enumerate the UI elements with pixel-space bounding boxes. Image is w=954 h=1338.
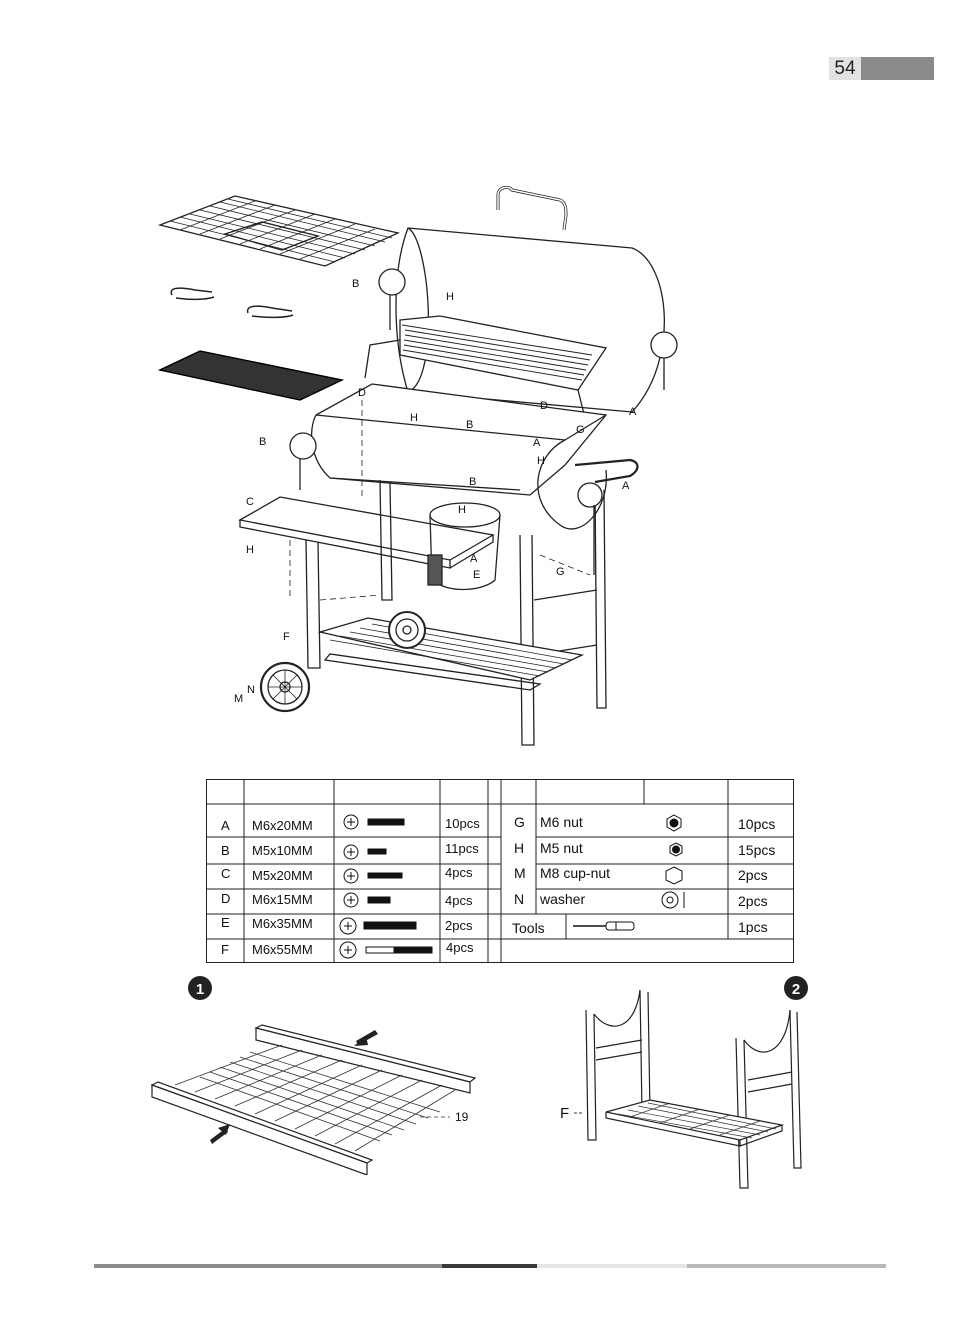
step-1-number: 1 xyxy=(196,981,204,998)
part-letter-n: N xyxy=(514,891,525,907)
part-name-n: washer xyxy=(540,891,586,907)
part-letter-f: F xyxy=(221,942,229,957)
part-size-c: M5x20MM xyxy=(252,868,313,883)
side-handle xyxy=(574,458,639,484)
part-size-d: M6x15MM xyxy=(252,892,313,907)
ash-pan xyxy=(427,502,501,591)
firebox xyxy=(310,383,608,530)
label-f: F xyxy=(283,631,290,643)
part-size-b: M5x10MM xyxy=(252,843,313,858)
label-d-2: D xyxy=(540,400,548,412)
lid-vent-left xyxy=(378,268,406,330)
label-h-2: H xyxy=(410,412,418,424)
m5-nut-icon xyxy=(669,842,683,857)
part-qty-a: 10pcs xyxy=(445,816,480,831)
part-letter-a: A xyxy=(221,818,230,833)
part-qty-n: 2pcs xyxy=(738,893,768,909)
page-number-bar xyxy=(861,57,934,80)
part-letter-m: M xyxy=(514,865,526,881)
label-m: M xyxy=(234,693,243,705)
label-g-2: G xyxy=(556,566,565,578)
screwdriver-icon xyxy=(573,921,635,931)
hardware-parts-table: A M6x20MM 10pcs B M5x10MM 11pcs C M5x20M… xyxy=(206,779,794,963)
label-h-1: H xyxy=(446,291,454,303)
step-1-badge: 1 xyxy=(188,976,212,1000)
label-b-4: B xyxy=(469,476,476,488)
charcoal-grate xyxy=(157,350,345,401)
bolt-m5x20-icon xyxy=(343,868,403,884)
label-d-1: D xyxy=(358,387,366,399)
label-n: N xyxy=(247,684,255,696)
part-letter-h: H xyxy=(514,840,525,856)
side-table xyxy=(238,496,495,569)
wheel-front xyxy=(259,661,311,713)
lid-vent-right xyxy=(650,331,678,390)
label-c: C xyxy=(246,496,254,508)
grill-exploded-diagram: B H D H B D A G A H B B H A C H F A E G … xyxy=(157,185,678,746)
label-a-3: A xyxy=(622,480,630,492)
step-2-diagram: 2 F xyxy=(560,976,808,1189)
bolt-m5x10-icon xyxy=(343,844,387,860)
label-b-2: B xyxy=(466,419,473,431)
label-a-1: A xyxy=(629,406,637,418)
part-letter-d: D xyxy=(221,891,231,906)
part-letter-c: C xyxy=(221,866,231,881)
part-qty-b: 11pcs xyxy=(445,841,479,856)
footer-rule-2 xyxy=(442,1264,537,1268)
label-h-5: H xyxy=(246,544,254,556)
footer-rule-4 xyxy=(687,1264,886,1268)
part-qty-e: 2pcs xyxy=(445,918,473,933)
tools-label: Tools xyxy=(512,920,545,936)
part-size-e: M6x35MM xyxy=(252,916,313,931)
step-2-number: 2 xyxy=(792,981,800,998)
part-letter-g: G xyxy=(514,814,525,830)
part-qty-d: 4pcs xyxy=(445,893,473,908)
body-vent-right xyxy=(577,482,603,575)
step-1-diagram: 1 19 xyxy=(150,976,477,1175)
part-size-f: M6x55MM xyxy=(252,942,313,957)
part-qty-m: 2pcs xyxy=(738,867,768,883)
label-b-1: B xyxy=(352,278,359,290)
footer-rule-1 xyxy=(94,1264,442,1268)
step-1-callout-19: 19 xyxy=(455,1110,469,1124)
label-g-1: G xyxy=(576,424,585,436)
washer-icon xyxy=(661,891,685,909)
part-qty-c: 4pcs xyxy=(445,865,473,880)
step-2-callout-f: F xyxy=(560,1105,569,1122)
part-name-h: M5 nut xyxy=(540,840,583,856)
grate-lifter-hook-2 xyxy=(246,305,294,319)
label-b-3: B xyxy=(259,436,266,448)
cooking-grate xyxy=(157,195,401,267)
tools-qty: 1pcs xyxy=(738,919,768,935)
m6-nut-icon xyxy=(666,814,682,832)
page-number: 54 xyxy=(834,58,856,79)
part-qty-f: 4pcs xyxy=(446,940,474,955)
step-2-badge: 2 xyxy=(784,976,808,1000)
part-size-a: M6x20MM xyxy=(252,818,313,833)
label-a-4: A xyxy=(470,553,478,565)
bolt-m6x15-icon xyxy=(343,892,391,908)
part-qty-h: 15pcs xyxy=(738,842,776,858)
grate-lifter-hook xyxy=(170,287,215,301)
bolt-m6x20-icon xyxy=(343,814,405,830)
label-h-4: H xyxy=(458,504,466,516)
part-qty-g: 10pcs xyxy=(738,816,776,832)
part-name-m: M8 cup-nut xyxy=(540,865,611,881)
grill-frame xyxy=(305,479,607,746)
label-a-2: A xyxy=(533,437,541,449)
wheel-rear xyxy=(388,611,426,649)
label-e: E xyxy=(473,569,480,581)
part-letter-b: B xyxy=(221,843,230,858)
label-h-3: H xyxy=(537,455,545,467)
footer-rule-3 xyxy=(537,1264,687,1268)
body-vent-left xyxy=(289,432,317,490)
bolt-m6x55-icon xyxy=(339,941,433,959)
part-letter-e: E xyxy=(221,915,230,930)
m8-cup-nut-icon xyxy=(665,866,683,885)
warming-rack xyxy=(364,315,608,419)
bolt-m6x35-icon xyxy=(339,917,417,935)
part-name-g: M6 nut xyxy=(540,814,583,830)
page-number-box: 54 xyxy=(829,57,861,80)
